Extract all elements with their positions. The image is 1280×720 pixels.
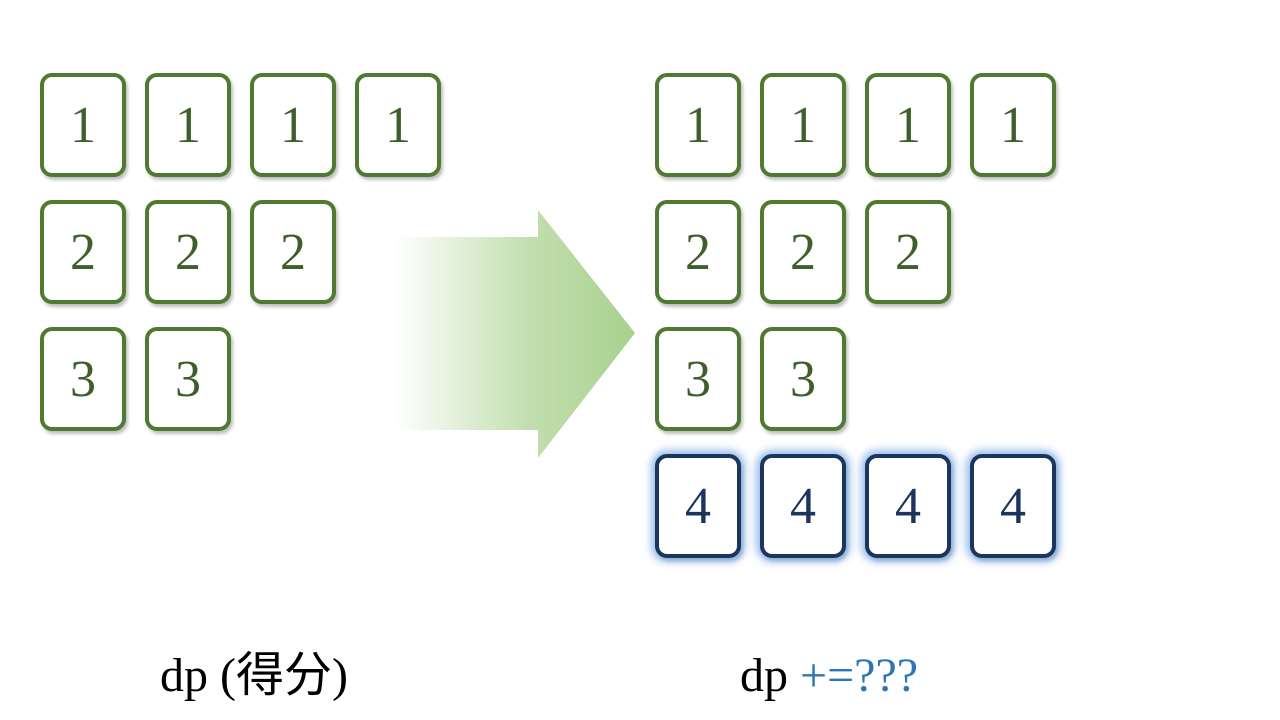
highlighted-card: 4 — [655, 454, 741, 558]
card: 1 — [760, 73, 846, 177]
card: 1 — [655, 73, 741, 177]
left-row-3: 3 3 — [40, 327, 441, 431]
card: 3 — [40, 327, 126, 431]
right-row-1: 1 1 1 1 — [655, 73, 1056, 177]
left-card-grid: 1 1 1 1 2 2 2 3 3 — [40, 73, 441, 454]
right-caption-operator: += — [800, 649, 855, 702]
right-row-2: 2 2 2 — [655, 200, 1056, 304]
card: 1 — [865, 73, 951, 177]
card: 1 — [250, 73, 336, 177]
highlighted-card: 4 — [970, 454, 1056, 558]
right-row-highlight: 4 4 4 4 — [655, 454, 1056, 558]
card: 3 — [145, 327, 231, 431]
card: 2 — [655, 200, 741, 304]
card: 3 — [655, 327, 741, 431]
card: 1 — [970, 73, 1056, 177]
card: 3 — [760, 327, 846, 431]
right-arrow-icon — [395, 210, 635, 458]
card: 2 — [865, 200, 951, 304]
card: 1 — [40, 73, 126, 177]
right-caption: dp +=??? — [740, 652, 918, 700]
right-card-grid: 1 1 1 1 2 2 2 3 3 4 4 4 4 — [655, 73, 1056, 581]
right-caption-prefix: dp — [740, 649, 788, 702]
card: 2 — [760, 200, 846, 304]
card: 2 — [40, 200, 126, 304]
left-row-2: 2 2 2 — [40, 200, 441, 304]
right-caption-unknown: ??? — [854, 649, 919, 702]
left-caption: dp (得分) — [160, 649, 348, 702]
card: 1 — [355, 73, 441, 177]
left-row-1: 1 1 1 1 — [40, 73, 441, 177]
card: 2 — [250, 200, 336, 304]
highlighted-card: 4 — [865, 454, 951, 558]
card: 2 — [145, 200, 231, 304]
right-row-3: 3 3 — [655, 327, 1056, 431]
card: 1 — [145, 73, 231, 177]
highlighted-card: 4 — [760, 454, 846, 558]
